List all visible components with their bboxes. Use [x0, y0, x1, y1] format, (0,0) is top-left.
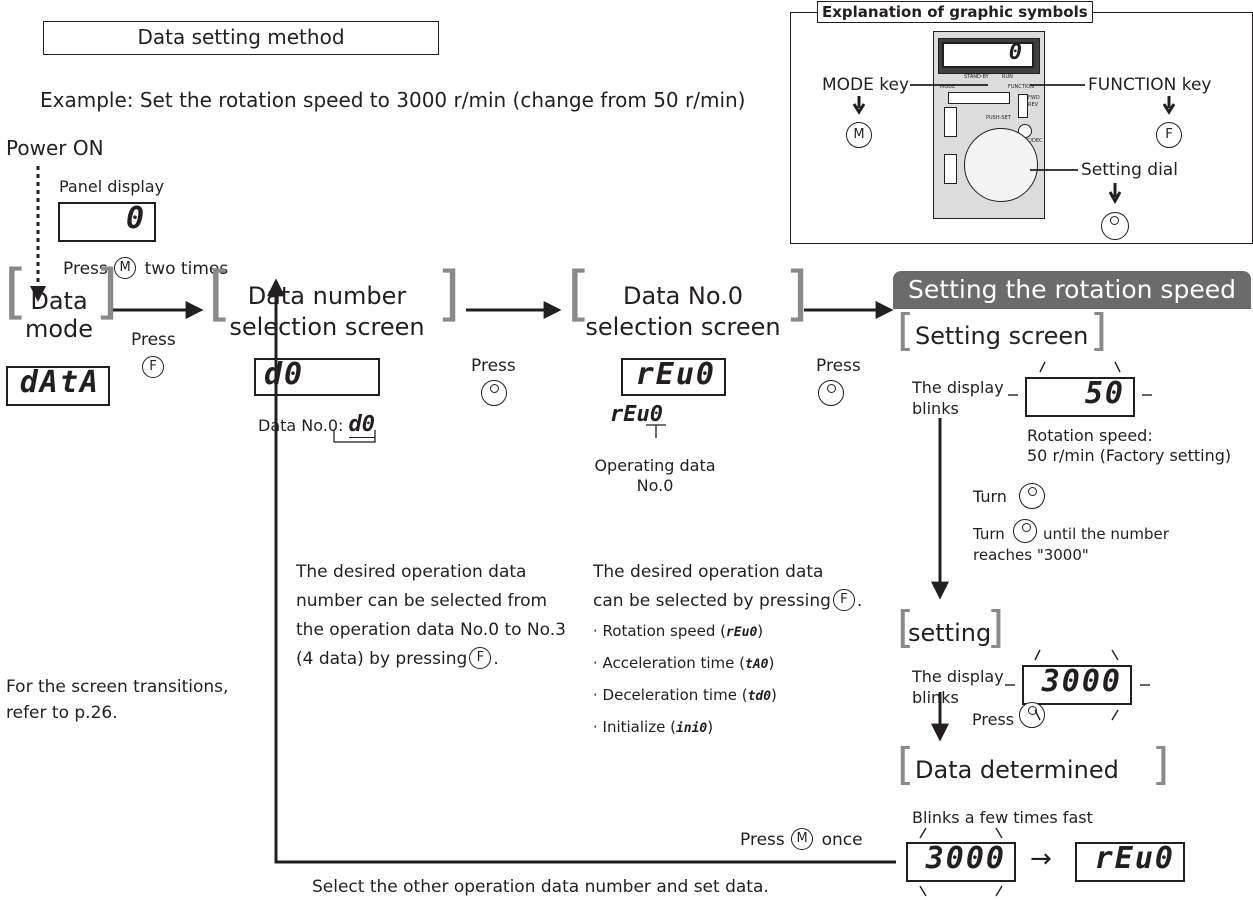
- option-deceleration-time: · Deceleration time (td0): [593, 686, 777, 704]
- press-dial-label-1: Press: [471, 356, 516, 376]
- data-mode-display: dAtA: [6, 365, 110, 406]
- f-key-icon: F: [142, 356, 164, 378]
- legend-title: Explanation of graphic symbols: [817, 1, 1093, 23]
- rotation-speed-caption: Rotation speed:50 r/min (Factory setting…: [1027, 426, 1232, 465]
- bracket-right: ]: [987, 602, 1005, 653]
- option-rotation-speed: · Rotation speed (rEu0): [593, 622, 764, 640]
- setting-screen-title: Setting screen: [915, 322, 1089, 350]
- blinks-fast-label: Blinks a few times fast: [912, 808, 1093, 827]
- power-on-label: Power ON: [6, 136, 104, 160]
- f-key-icon: F: [469, 647, 492, 669]
- press-f-label-1: Press: [131, 330, 176, 350]
- press-m-once: Press M once: [740, 828, 863, 850]
- data-determined-title: Data determined: [915, 756, 1119, 784]
- m-key-icon: M: [846, 122, 872, 148]
- legend-setting-dial-label: Setting dial: [1081, 160, 1178, 180]
- turn-label: Turn: [973, 487, 1007, 506]
- setting-dial-icon: [1101, 212, 1129, 240]
- turn-until-label: Turn: [973, 525, 1005, 543]
- panel-display-label: Panel display: [59, 177, 165, 196]
- data-no0-display: rEu0: [621, 357, 726, 396]
- left-note: For the screen transitions,refer to p.26…: [6, 677, 229, 723]
- setting-dial-icon: [818, 380, 844, 406]
- rev0-code: rEu0: [610, 402, 663, 427]
- rotation-speed-banner: Setting the rotation speed: [893, 271, 1251, 309]
- determined-display-2: rEu0: [1075, 841, 1185, 882]
- setting-title: setting: [908, 619, 992, 647]
- description-data-number: The desired operation data number can be…: [296, 562, 566, 669]
- legend-display: 0: [942, 40, 1034, 68]
- bracket-right: ]: [1152, 739, 1170, 790]
- setting-dial-icon: [1013, 519, 1037, 543]
- description-operation-data: The desired operation data can be select…: [593, 558, 862, 744]
- bracket-right: ]: [437, 259, 461, 329]
- press-dial-label-3: Press: [972, 710, 1015, 729]
- setting-dial-icon: [481, 380, 507, 406]
- bracket-right: ]: [1090, 305, 1108, 356]
- f-key-icon: F: [1156, 122, 1182, 148]
- m-key-icon: M: [791, 828, 814, 850]
- bracket-left: [: [897, 602, 915, 653]
- setting-dial-icon: [1019, 702, 1045, 728]
- legend-function-key-label: FUNCTION key: [1088, 75, 1212, 95]
- bracket-left: [: [4, 257, 28, 327]
- bracket-right: ]: [785, 259, 809, 329]
- turn-until-post: until the number: [1043, 525, 1169, 543]
- bracket-left: [: [208, 259, 232, 329]
- legend-mode-key-label: MODE key: [822, 75, 910, 95]
- determined-display-1: 3000: [906, 841, 1016, 882]
- legend-device-panel: 0 STAND-BY RUN MODE FUNCTION FWD REV ACC…: [933, 31, 1045, 219]
- option-acceleration-time: · Acceleration time (tA0): [593, 654, 775, 672]
- press-dial-label-2: Press: [816, 356, 861, 376]
- press-m-two-times: Press M two times: [63, 257, 229, 279]
- bracket-left: [: [897, 305, 915, 356]
- bottom-note: Select the other operation data number a…: [312, 877, 769, 897]
- reaches-3000-label: reaches "3000": [973, 546, 1089, 564]
- data-no0-caption: Data No.0: d0: [258, 412, 376, 438]
- bracket-right: ]: [95, 257, 119, 327]
- setting-screen-display: 50: [1025, 376, 1135, 417]
- data-number-display: d0: [254, 357, 380, 396]
- example-text: Example: Set the rotation speed to 3000 …: [40, 88, 746, 112]
- option-initialize: · Initialize (ini0): [593, 718, 714, 736]
- header-box: Data setting method: [43, 21, 439, 55]
- setting-display: 3000: [1022, 664, 1132, 705]
- m-key-icon: M: [114, 257, 137, 279]
- bracket-left: [: [897, 739, 915, 790]
- setting-dial-icon: [1019, 483, 1045, 509]
- panel-display: 0: [58, 201, 156, 242]
- f-key-icon: F: [832, 589, 855, 611]
- arrow-glyph: →: [1030, 844, 1052, 874]
